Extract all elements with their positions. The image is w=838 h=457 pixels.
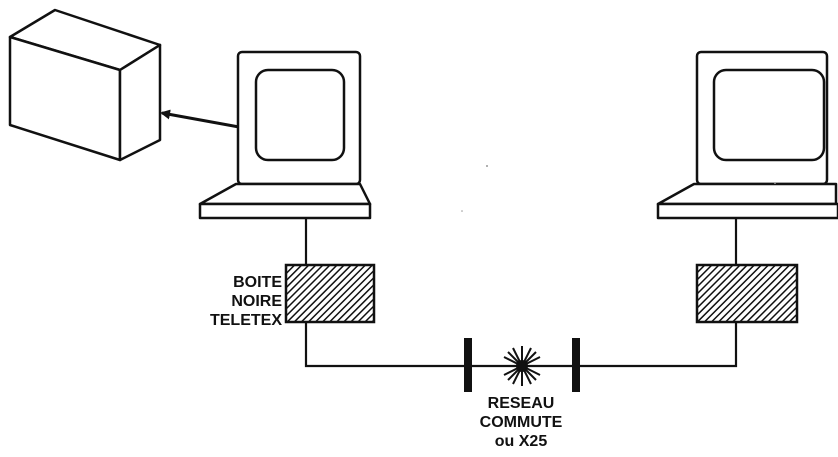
black-box-label-line-1: BOITE <box>196 273 282 292</box>
network-starburst-icon <box>502 346 542 386</box>
external-device-cube <box>10 10 160 160</box>
left-terminal-keyboard <box>200 184 370 204</box>
right-terminal-screen <box>714 70 824 160</box>
network-right-bar <box>572 338 580 392</box>
network-label-line-2: COMMUTE <box>462 413 580 432</box>
left-terminal-keyboard-front <box>200 204 370 218</box>
right-terminal-keyboard-front <box>658 204 838 218</box>
black-box-label-line-3: TELETEX <box>196 311 282 330</box>
black-box-label-line-2: NOIRE <box>196 292 282 311</box>
network-left-bar <box>464 338 472 392</box>
network-label: RESEAU COMMUTE ou X25 <box>462 394 580 451</box>
black-box-label: BOITE NOIRE TELETEX <box>196 273 282 330</box>
network-label-line-1: RESEAU <box>462 394 580 413</box>
left-terminal-screen <box>256 70 344 160</box>
network-label-line-3: ou X25 <box>462 432 580 451</box>
right-bottom-wire <box>576 322 736 366</box>
right-black-box <box>697 265 797 322</box>
left-bottom-wire <box>306 322 468 366</box>
right-terminal <box>658 52 838 218</box>
left-terminal <box>200 52 370 218</box>
right-terminal-keyboard <box>658 184 836 204</box>
left-black-box <box>286 265 374 322</box>
